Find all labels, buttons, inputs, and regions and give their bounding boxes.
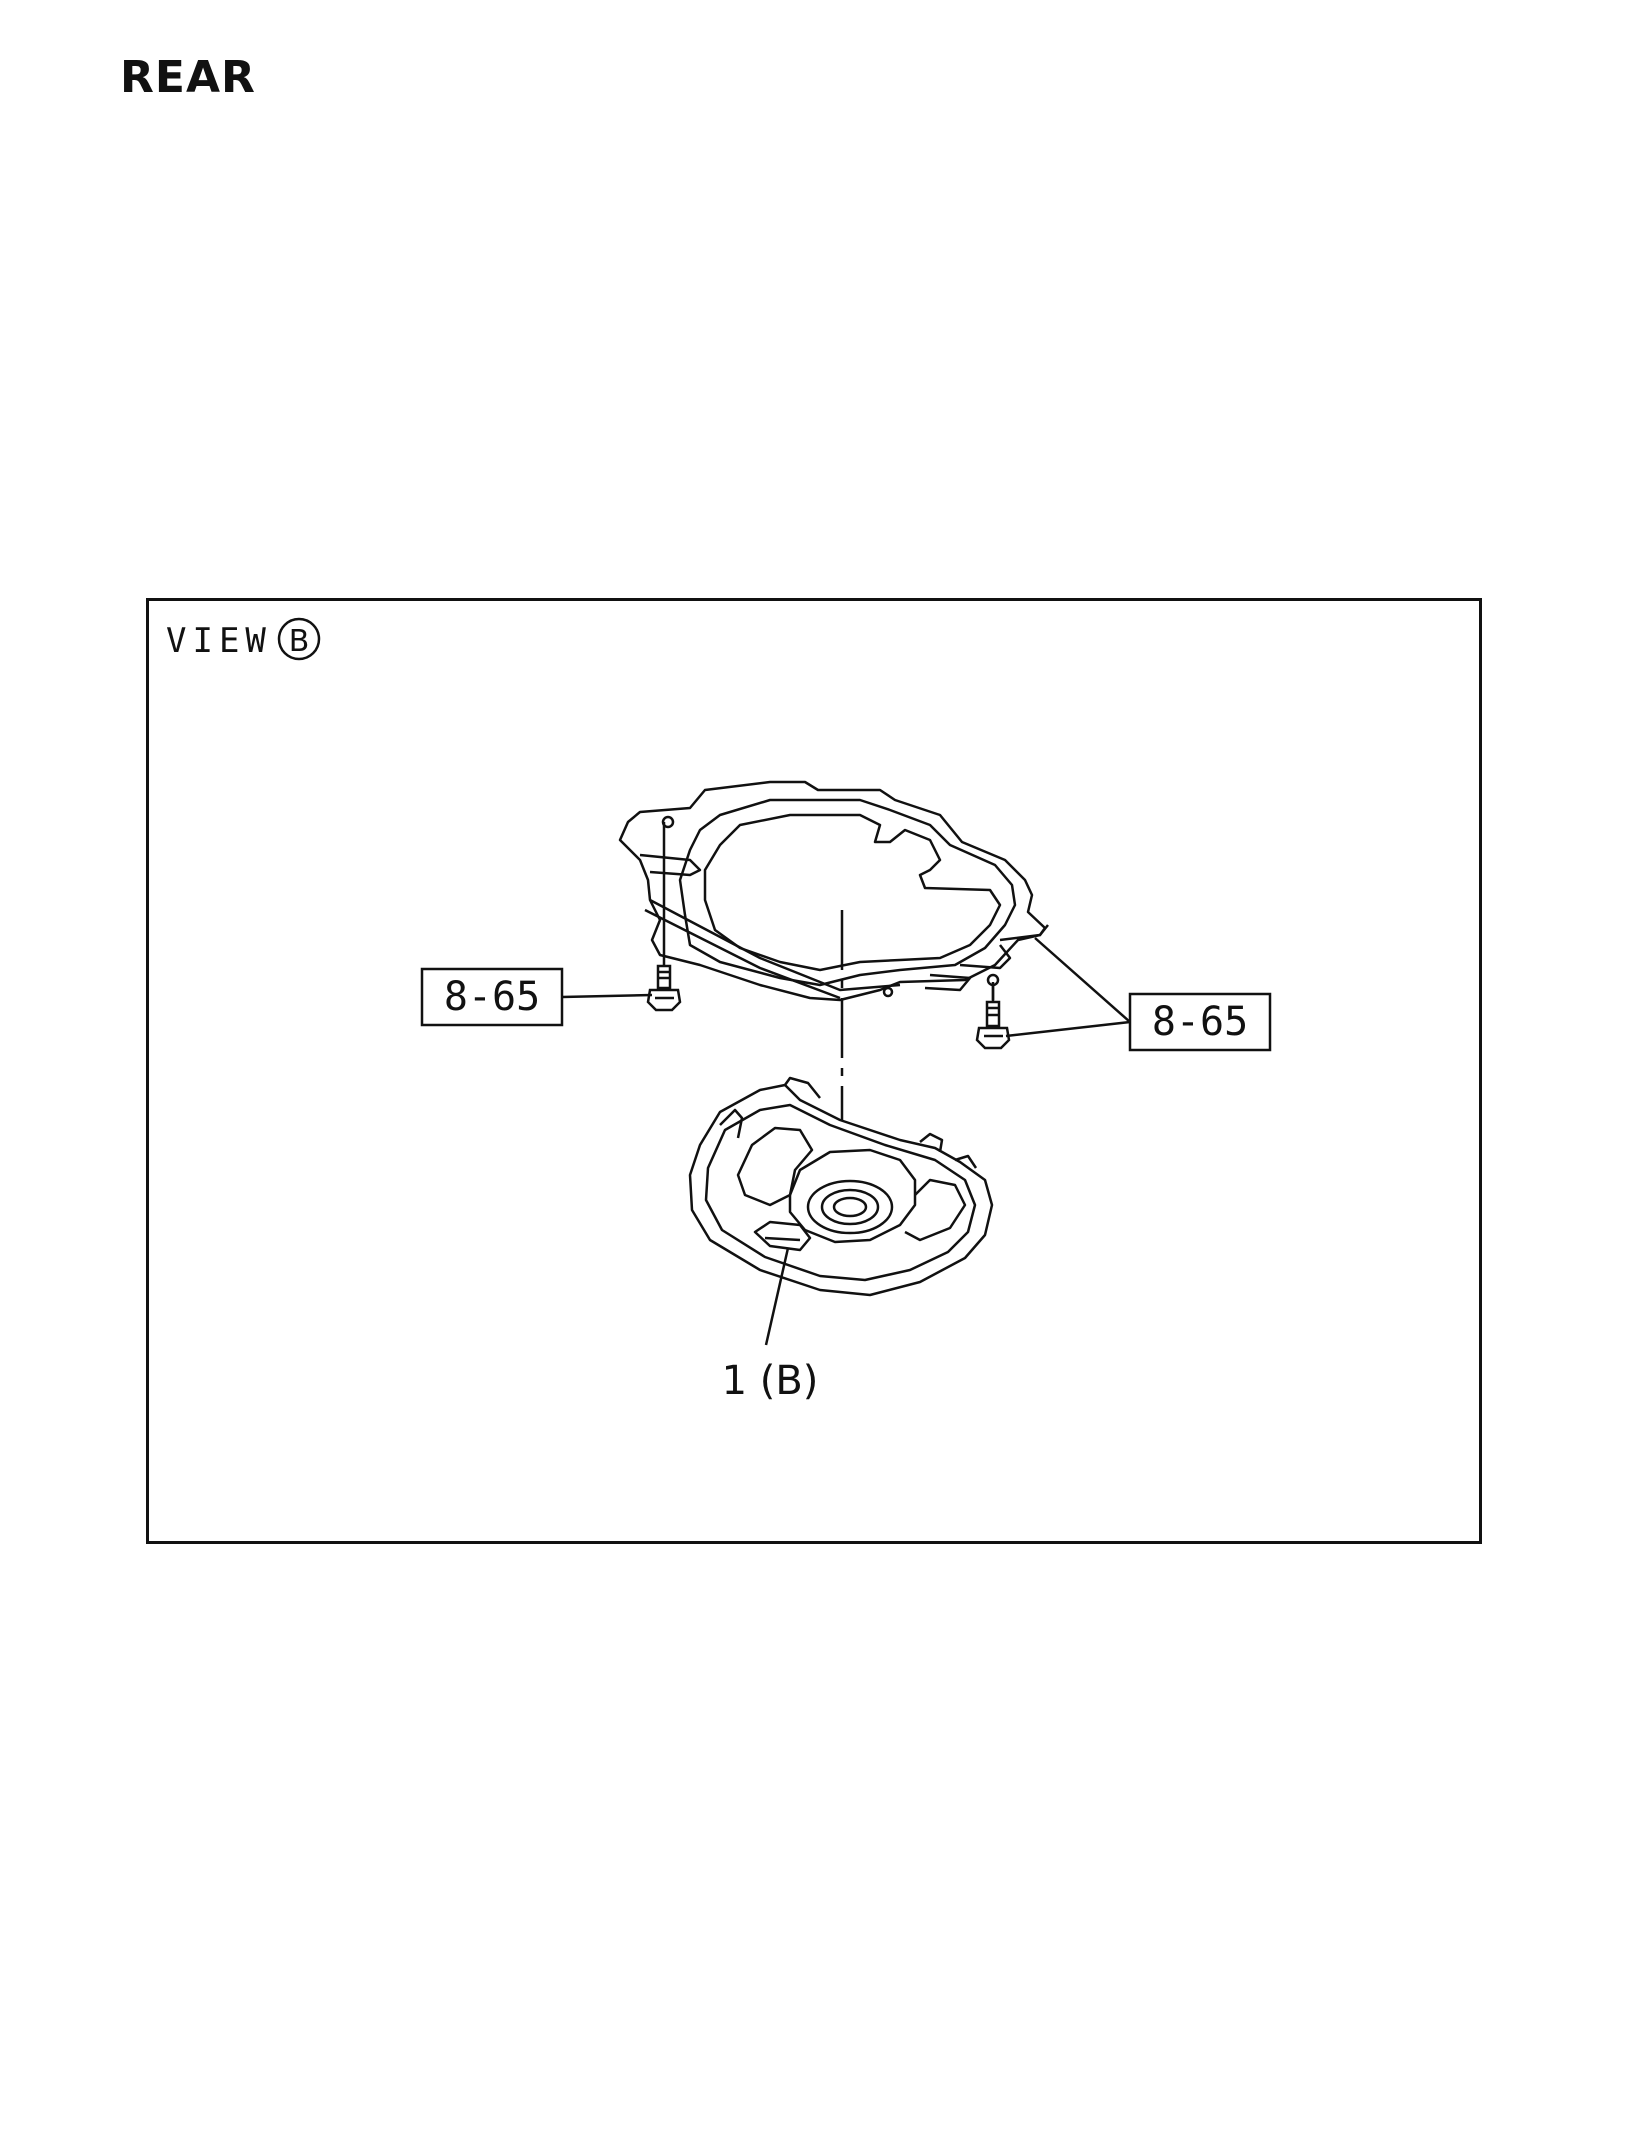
left-bolt [646,822,682,1012]
view-letter: B [289,624,310,659]
interior-lamp-housing [688,1076,994,1297]
part-ref-label: 1 (B) [722,1358,819,1404]
right-callout-ref: 8-65 [1152,999,1248,1045]
left-callout-ref: 8-65 [444,974,540,1020]
left-callout: 8-65 [420,967,653,1027]
view-frame [146,598,1482,1544]
page-heading: REAR [120,52,256,103]
view-letter-circle: B [277,617,321,661]
view-label: VIEW [166,621,272,661]
part-leader-line [764,1247,790,1346]
right-bolt [975,982,1011,1050]
right-callout: 8-65 [1005,937,1272,1052]
mounting-bracket [618,780,1049,1002]
